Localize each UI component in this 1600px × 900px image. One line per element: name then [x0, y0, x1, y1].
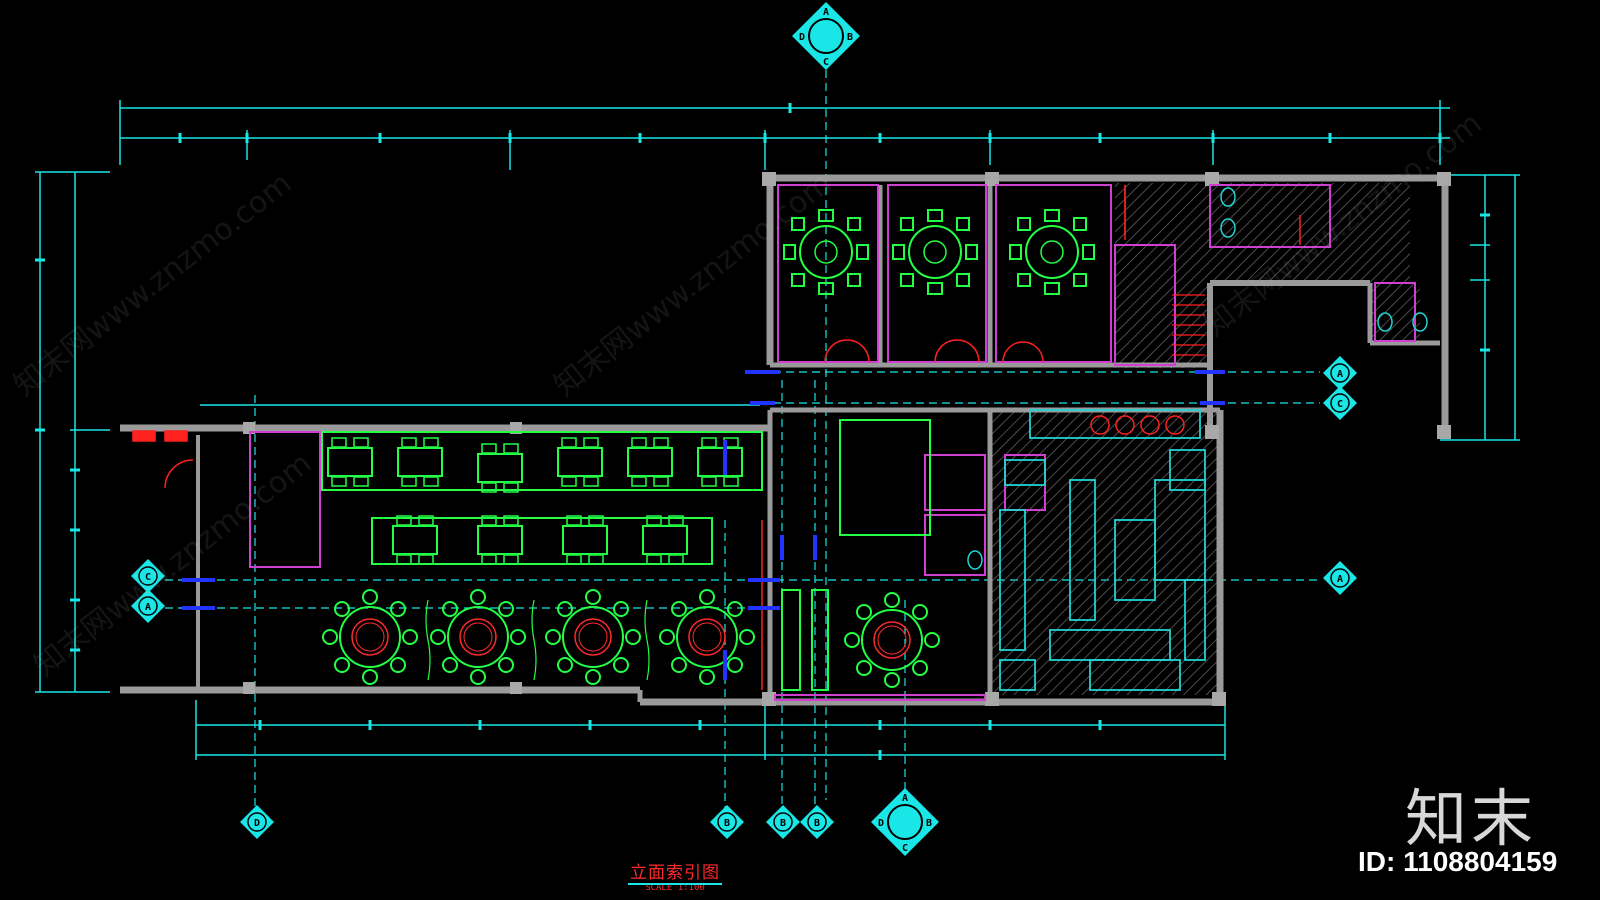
service-zones — [992, 183, 1420, 695]
elevation-marker-icon: B — [710, 805, 744, 839]
round-table-icon — [892, 209, 978, 295]
title-underline — [628, 883, 722, 885]
elevation-marker-icon: A — [1323, 356, 1357, 390]
elevation-marker-label: D — [799, 32, 805, 43]
elevation-marker-icon: A B C D — [871, 788, 939, 856]
elevation-marker-icon: A B C D — [792, 2, 860, 70]
elevation-marker-icon: C — [1323, 386, 1357, 420]
furniture — [321, 187, 1428, 691]
elevation-marker-label: C — [902, 843, 908, 854]
square-table-icon — [477, 515, 523, 565]
square-table-icon — [627, 437, 673, 487]
round-table-icon — [844, 592, 940, 688]
stair — [1172, 294, 1205, 356]
toilet-icon — [967, 187, 1428, 570]
drawing-title: 立面索引图 — [630, 863, 720, 883]
section-cut-markers — [182, 370, 1225, 680]
elevation-marker-icon: B — [766, 805, 800, 839]
image-id: ID: 1108804159 — [1358, 846, 1558, 877]
elevation-marker-label: A — [902, 793, 908, 804]
elevation-marker-icon: C — [131, 559, 165, 593]
elevation-marker-label: C — [145, 572, 151, 583]
square-table-icon — [327, 437, 373, 487]
round-table-icon — [430, 589, 526, 685]
elevation-marker-label: A — [1337, 369, 1343, 380]
wall-columns — [243, 172, 1451, 706]
elevation-marker-label: A — [823, 7, 829, 18]
elevation-marker-label: B — [926, 818, 932, 829]
square-table-icon — [562, 515, 608, 565]
square-table-icon — [642, 515, 688, 565]
plant-icon — [425, 599, 650, 681]
elevation-markers: A B C D A B C D D B B B C A A C A — [131, 2, 1357, 856]
elevation-marker-label: C — [823, 57, 829, 68]
kitchen-highlights — [1090, 185, 1185, 435]
square-table-icon — [477, 443, 523, 493]
elevation-marker-label: B — [724, 818, 730, 829]
booth-icon — [321, 419, 931, 691]
elevation-marker-label: D — [254, 818, 260, 829]
square-table-icon — [697, 437, 743, 487]
elevation-marker-label: B — [847, 32, 853, 43]
kitchen-equipment — [999, 409, 1206, 691]
dimension-ticks — [35, 103, 1490, 760]
round-table-icon — [322, 589, 418, 685]
square-table-icon — [392, 515, 438, 565]
elevation-marker-label: A — [1337, 574, 1343, 585]
drawing-scale: SCALE 1:100 — [645, 883, 705, 893]
elevation-marker-icon: A — [1323, 561, 1357, 595]
elevation-marker-label: C — [1337, 399, 1343, 410]
square-table-icon — [557, 437, 603, 487]
round-table-icon — [545, 589, 641, 685]
elevation-marker-icon: B — [800, 805, 834, 839]
elevation-marker-label: A — [145, 602, 151, 613]
drawing-title-block: 立面索引图 SCALE 1:100 — [600, 858, 750, 893]
elevation-marker-label: D — [878, 818, 884, 829]
round-table-icon — [1009, 209, 1095, 295]
brand-logo: 知末 — [1405, 782, 1538, 855]
elevation-marker-icon: D — [240, 805, 274, 839]
square-table-icon — [397, 437, 443, 487]
elevation-marker-label: B — [814, 818, 820, 829]
elevation-marker-icon: A — [131, 589, 165, 623]
elevation-marker-label: B — [780, 818, 786, 829]
round-table-icon — [659, 589, 755, 685]
